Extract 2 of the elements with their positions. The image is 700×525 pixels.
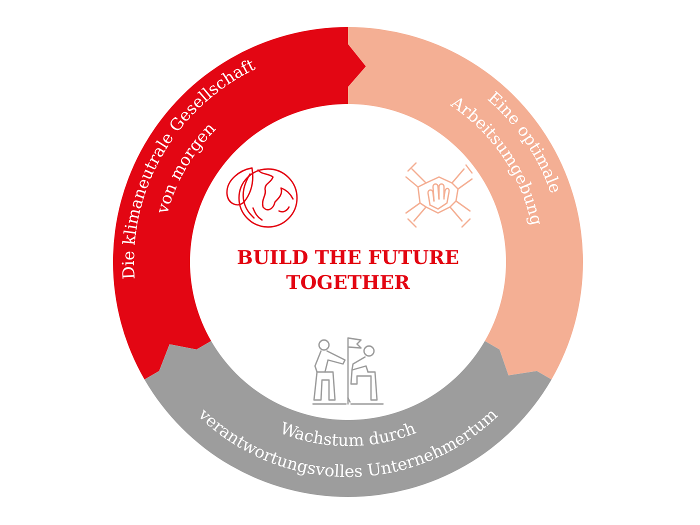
- ring-segment: [144, 341, 552, 497]
- diagram-title: BUILD THE FUTURE TOGETHER: [236, 246, 460, 296]
